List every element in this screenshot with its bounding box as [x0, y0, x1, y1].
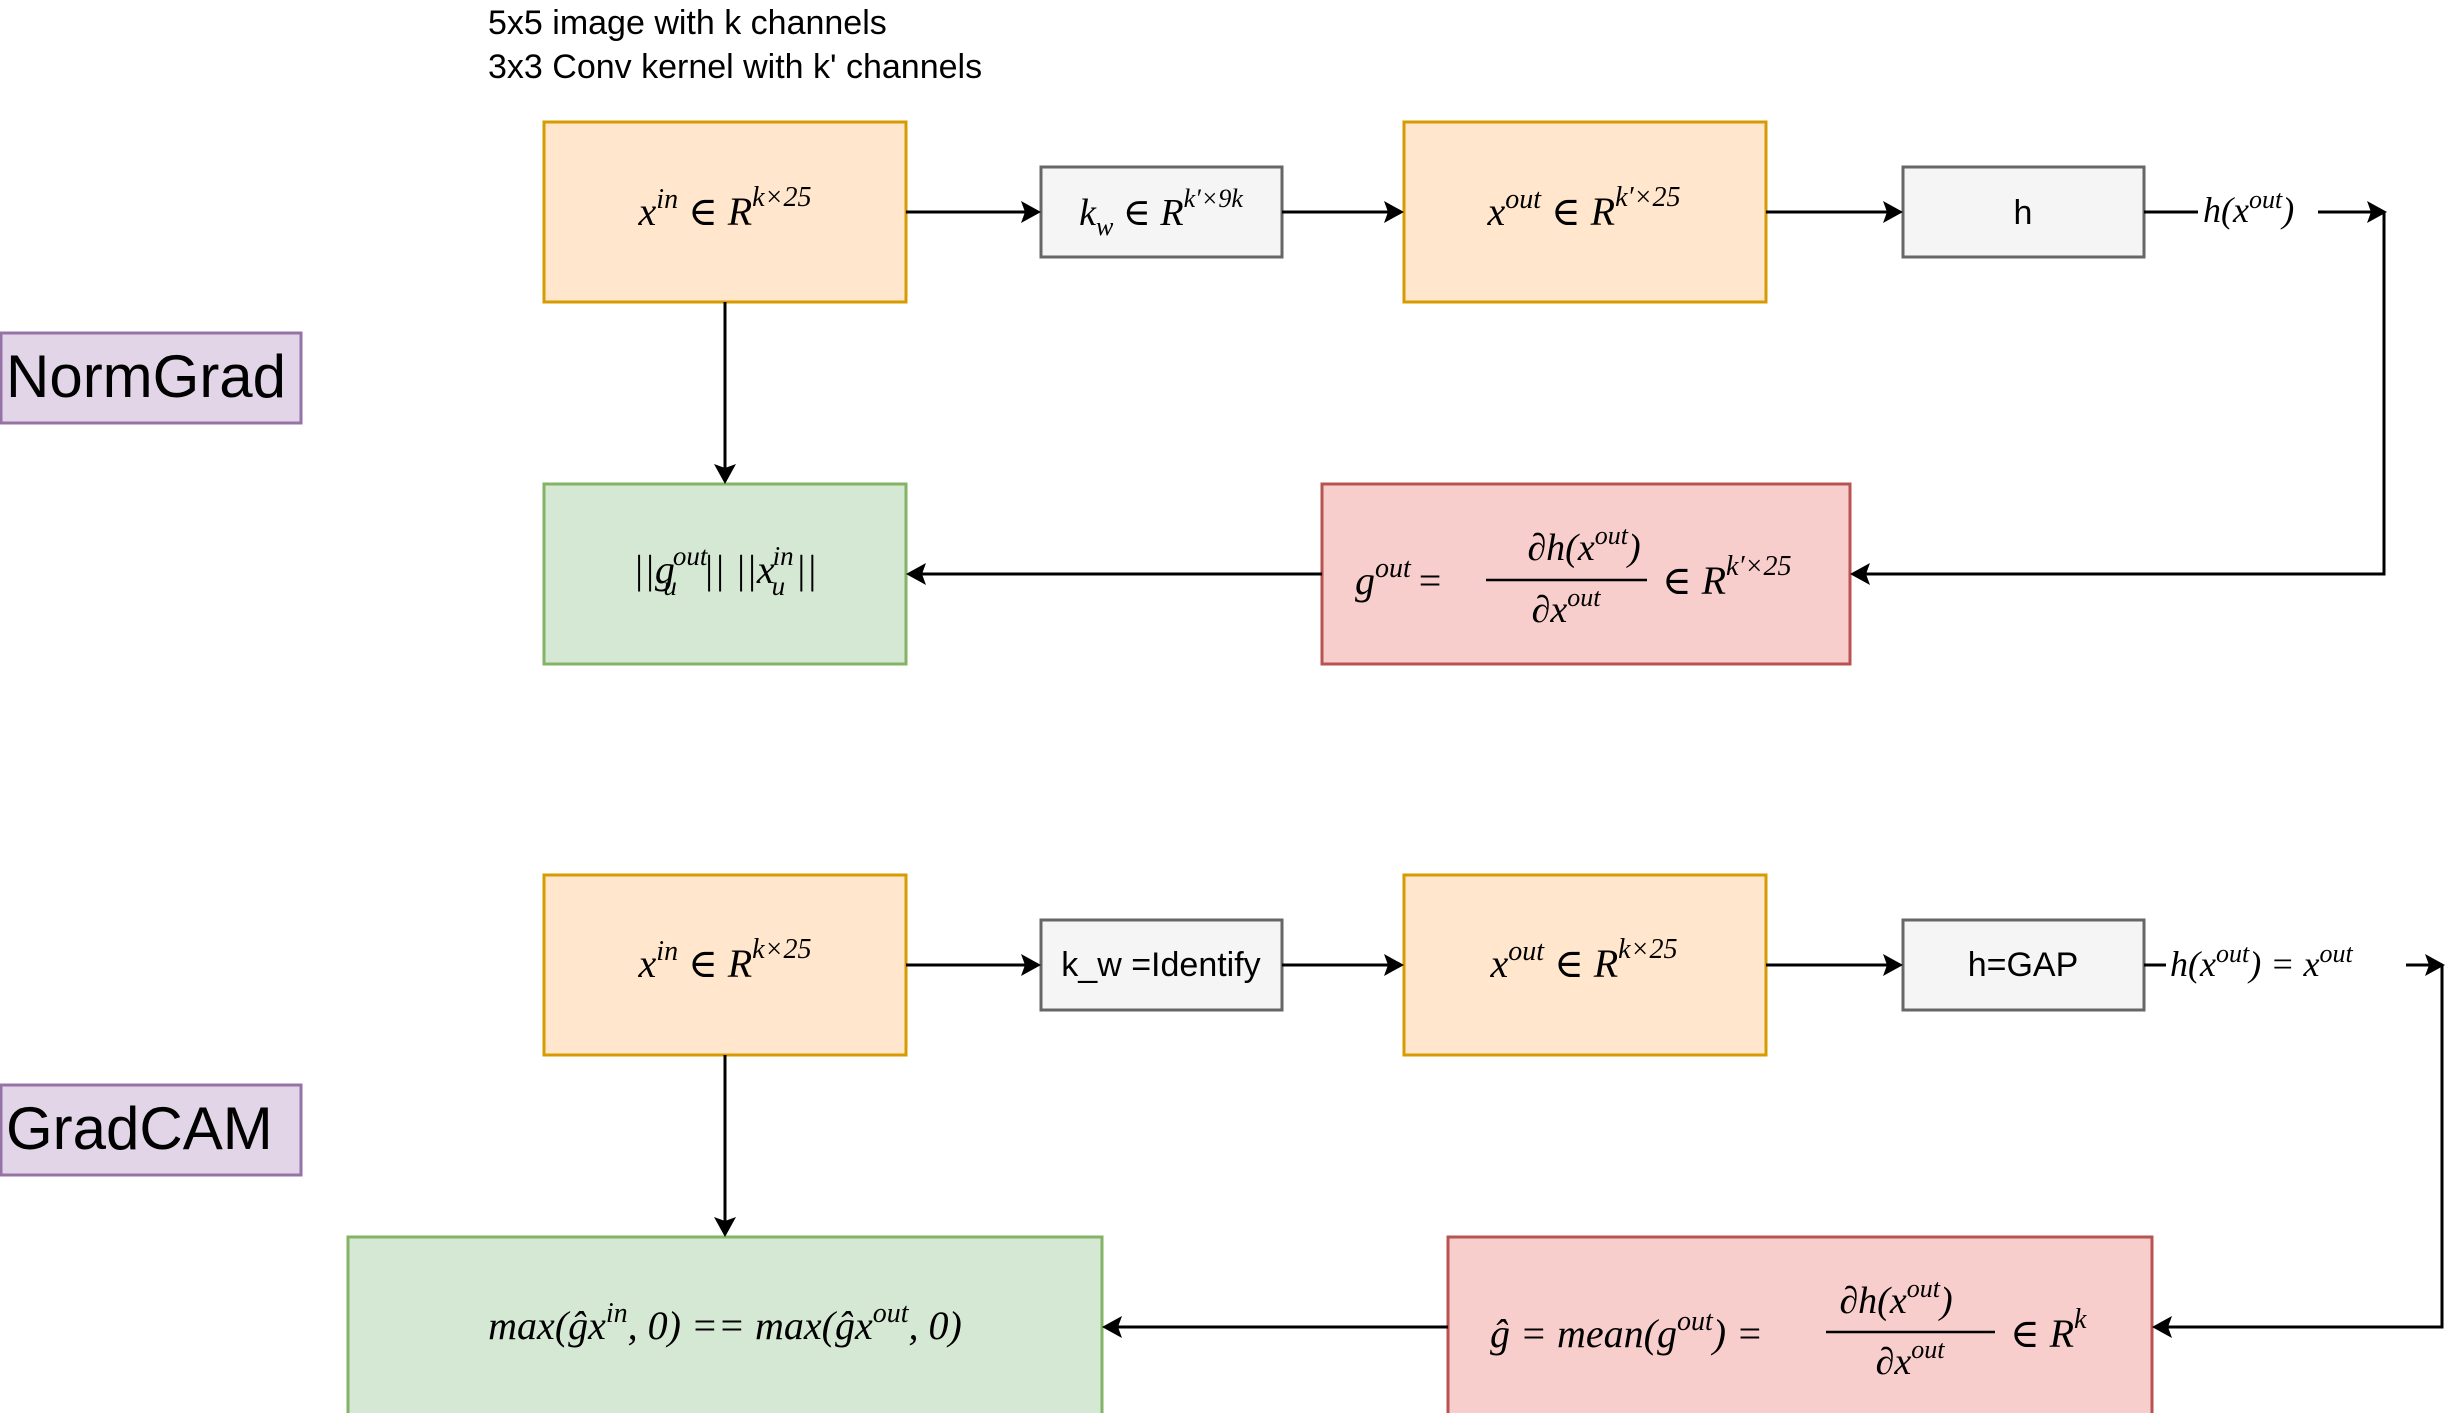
gradcam-h-output-label: h(xout) = xout: [2170, 939, 2353, 984]
normgrad-arrowhead-result-top: [714, 464, 736, 484]
normgrad-arrow-h-output-loop: [1861, 210, 2386, 576]
svg-text:∂xout: ∂xout: [1876, 1335, 1946, 1383]
gradcam-h-box[interactable]: [1901, 918, 2146, 1012]
svg-text:ĝ = mean(gout) =: ĝ = mean(gout) =: [1490, 1306, 1763, 1356]
header-line-2: 3x3 Conv kernel with k' channels: [488, 48, 982, 86]
svg-text:gout=: gout=: [1355, 553, 1441, 603]
normgrad-x-out-box[interactable]: [1402, 120, 1768, 304]
normgrad-h-label: h: [2014, 194, 2033, 232]
normgrad-h-box[interactable]: [1901, 165, 2146, 259]
normgrad-label: NormGrad: [6, 343, 286, 410]
gradcam-gradient-formula: ĝ = mean(gout) = ∂h(xout) ∂xout ∈ Rk: [1490, 1274, 2087, 1383]
normgrad-x-in-box[interactable]: [542, 120, 908, 304]
normgrad-arrowhead-result: [906, 563, 926, 585]
gradcam-x-in-formula: xin ∈ Rk×25: [638, 934, 812, 986]
gradcam-arrowhead-loop-top: [2425, 954, 2445, 976]
normgrad-label-box: [0, 331, 303, 425]
gradcam-section: GradCAM xin ∈ Rk×25 k_w =Identify xout ∈…: [0, 873, 2445, 1413]
svg-text:∈ Rk′×25: ∈ Rk′×25: [1662, 551, 1792, 603]
gradcam-label: GradCAM: [6, 1095, 273, 1162]
svg-text:∂xout: ∂xout: [1532, 583, 1602, 631]
svg-text:∂h(xout): ∂h(xout): [1527, 521, 1640, 569]
normgrad-gradient-formula: gout= ∂h(xout) ∂xout ∈ Rk′×25: [1355, 521, 1792, 631]
normgrad-result-box[interactable]: [542, 482, 908, 666]
gradcam-arrowhead-xout: [1384, 954, 1404, 976]
normgrad-section: NormGrad xin ∈ Rk×25 kw ∈ Rk′×9k xout ∈ …: [0, 120, 2387, 666]
normgrad-kernel-formula: kw ∈ Rk′×9k: [1079, 184, 1243, 241]
normgrad-arrowhead-xout: [1384, 201, 1404, 223]
gradcam-arrowhead-gradient: [2152, 1316, 2172, 1338]
gradcam-arrowhead-kernel: [1021, 954, 1041, 976]
gradcam-arrowhead-h: [1883, 954, 1903, 976]
gradcam-kernel-label: k_w =Identify: [1061, 946, 1260, 984]
normgrad-arrowhead-kernel: [1021, 201, 1041, 223]
gradcam-arrow-h-output-loop: [2163, 963, 2444, 1329]
gradcam-arrowhead-result-top: [714, 1217, 736, 1237]
gradcam-arrowhead-result: [1102, 1316, 1122, 1338]
gradcam-kernel-box[interactable]: [1039, 918, 1284, 1012]
normgrad-x-in-formula: xin ∈ Rk×25: [638, 182, 812, 234]
header-line-1: 5x5 image with k channels: [488, 4, 887, 42]
normgrad-arrowhead-loop-top: [2367, 201, 2387, 223]
normgrad-gradient-box[interactable]: [1320, 482, 1852, 666]
normgrad-arrowhead-h: [1883, 201, 1903, 223]
svg-text:∂h(xout): ∂h(xout): [1839, 1274, 1952, 1322]
gradcam-result-formula: max(ĝxin, 0) == max(ĝxout, 0): [488, 1298, 962, 1348]
normgrad-x-out-formula: xout ∈ Rk′×25: [1486, 182, 1680, 234]
gradcam-label-box: [0, 1083, 303, 1177]
normgrad-arrowhead-gradient: [1850, 563, 1870, 585]
gradcam-x-out-formula: xout ∈ Rk×25: [1490, 934, 1678, 986]
gradcam-result-box[interactable]: [346, 1235, 1104, 1413]
gradcam-gradient-box[interactable]: [1446, 1235, 2154, 1413]
svg-text:∈ Rk: ∈ Rk: [2010, 1304, 2087, 1356]
gradcam-h-label: h=GAP: [1968, 946, 2079, 984]
normgrad-h-output-label: h(xout): [2203, 185, 2294, 230]
